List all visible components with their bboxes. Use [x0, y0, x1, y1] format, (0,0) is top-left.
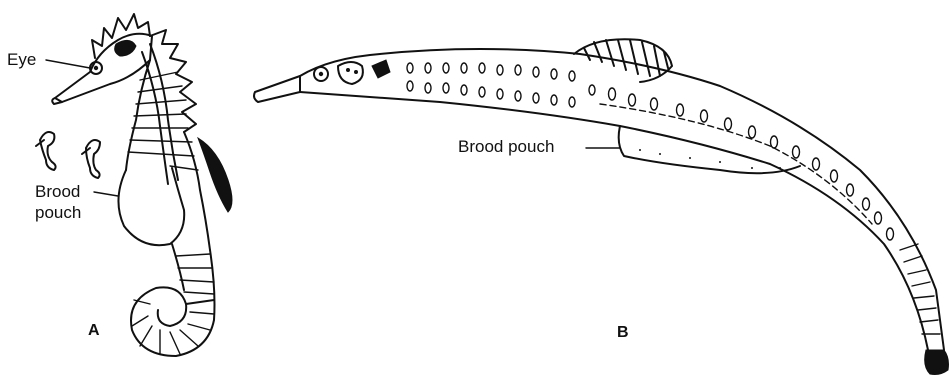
brood-pouch-label-b: Brood pouch — [458, 137, 554, 156]
brood-pouch-leader-line-a — [94, 192, 118, 196]
pipefish-snout — [254, 76, 300, 102]
juvenile-seahorses — [36, 132, 100, 178]
seahorse-back-spikes — [150, 30, 196, 132]
panel-a-letter: A — [88, 322, 100, 340]
pipefish-tail-fin — [925, 350, 949, 375]
brood-pouch-label-a-line1: Brood — [35, 182, 80, 201]
seahorse-brood-pouch — [118, 168, 184, 245]
panel-b-letter: B — [617, 324, 629, 342]
pipefish-drawing — [254, 39, 949, 374]
eye-label: Eye — [7, 50, 36, 69]
eye-leader-line — [46, 60, 90, 68]
brood-pouch-label-a-line2: pouch — [35, 203, 81, 222]
